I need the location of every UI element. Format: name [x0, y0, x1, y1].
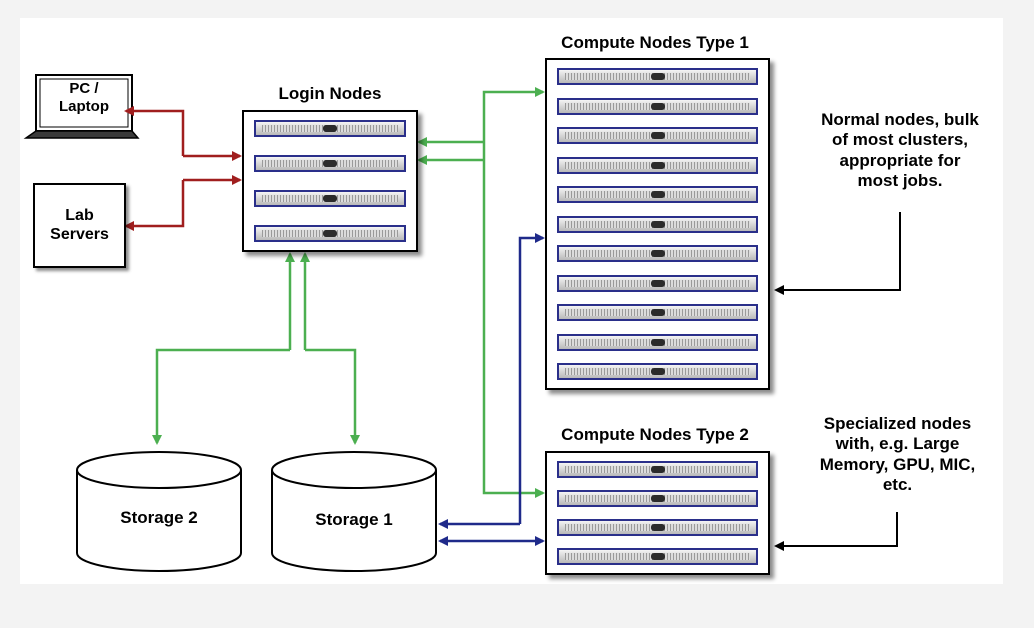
compute-type2-title: Compute Nodes Type 2 [561, 425, 749, 444]
storage-2-cylinder [76, 451, 242, 572]
server-unit [557, 215, 758, 233]
laptop-icon [23, 74, 140, 139]
server-unit [557, 363, 758, 380]
storage-links [438, 233, 545, 546]
server-unit [254, 120, 406, 137]
compute-type2-rack [545, 451, 770, 575]
pc-laptop-label: PC / Laptop [59, 80, 109, 115]
server-unit [557, 333, 758, 351]
server-unit [557, 97, 758, 115]
server-unit [557, 68, 758, 85]
server-unit [557, 274, 758, 292]
annotation-arrows [774, 212, 901, 551]
server-unit [557, 156, 758, 174]
server-unit [254, 225, 406, 242]
storage-1-cylinder [271, 451, 437, 572]
login-nodes-rack [242, 110, 418, 252]
lab-servers-box [33, 183, 126, 268]
external-links [124, 106, 242, 231]
server-unit [557, 519, 758, 536]
server-unit [557, 548, 758, 565]
network-links [152, 87, 545, 498]
server-unit [557, 127, 758, 144]
storage-1-label: Storage 1 [315, 510, 393, 529]
login-nodes-title: Login Nodes [278, 84, 382, 103]
server-unit [557, 490, 758, 507]
server-unit [254, 155, 406, 172]
compute-type1-rack [545, 58, 770, 390]
server-unit [557, 461, 758, 478]
lab-servers-label: Lab Servers [50, 207, 109, 244]
type1-note: Normal nodes, bulk of most clusters, app… [821, 110, 979, 191]
server-unit [557, 186, 758, 203]
type2-note: Specialized nodes with, e.g. Large Memor… [819, 414, 976, 495]
server-unit [557, 304, 758, 321]
server-unit [557, 245, 758, 262]
storage-2-label: Storage 2 [120, 508, 198, 527]
compute-type1-title: Compute Nodes Type 1 [561, 33, 749, 52]
server-unit [254, 190, 406, 207]
